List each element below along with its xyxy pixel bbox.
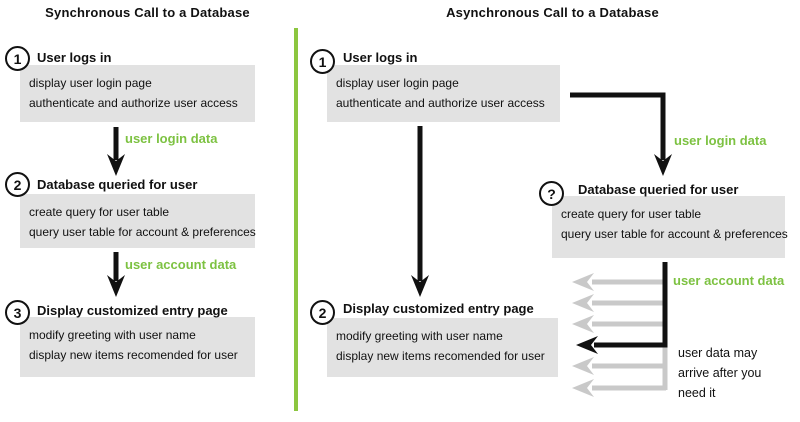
sync-step3-number-badge: 3 <box>5 300 30 325</box>
async-stepq-line1: create query for user table <box>561 207 702 221</box>
sync-step2-title: Database queried for user <box>37 177 198 192</box>
async-faded-return-arrows-icon <box>572 273 668 397</box>
note-line-3: need it <box>678 386 716 400</box>
async-stepq-line2: query user table for account & preferenc… <box>561 227 788 241</box>
sync-step3-box: modify greeting with user name display n… <box>20 317 255 377</box>
sync-label-user-account-data: user account data <box>125 257 237 272</box>
sync-label-user-login-data: user login data <box>125 131 218 146</box>
sync-step2-line2: query user table for account & preferenc… <box>29 225 256 239</box>
panel-divider <box>294 28 298 411</box>
async-step2-line2: display new items recomended for user <box>336 349 545 363</box>
async-step1-box: display user login page authenticate and… <box>327 65 560 122</box>
async-stepq-title: Database queried for user <box>578 182 739 197</box>
async-step1-number-badge: 1 <box>310 49 335 74</box>
async-panel-title: Asynchronous Call to a Database <box>446 5 659 20</box>
async-arrow-main-flow-down-icon <box>411 126 429 297</box>
async-step2-box: modify greeting with user name display n… <box>327 318 558 377</box>
sync-step3-title: Display customized entry page <box>37 303 228 318</box>
sync-step2-number-badge: 2 <box>5 172 30 197</box>
async-arrow-login-data-bent-icon <box>570 92 672 176</box>
sync-step1-box: display user login page authenticate and… <box>20 65 255 122</box>
sync-step1-title: User logs in <box>37 50 112 65</box>
sync-panel-title: Synchronous Call to a Database <box>45 5 250 20</box>
sync-arrow-account-data-down-icon <box>107 252 125 297</box>
async-step2-number-badge: 2 <box>310 300 335 325</box>
sync-step2-line1: create query for user table <box>29 205 170 219</box>
sync-step1-line2: authenticate and authorize user access <box>29 96 238 110</box>
async-arrow-account-data-bent-icon <box>576 262 668 354</box>
sync-step2-box: create query for user table query user t… <box>20 194 256 248</box>
async-stepq-box: create query for user table query user t… <box>552 196 788 258</box>
async-note-user-data-late: user data may arrive after you need it <box>678 343 761 403</box>
async-step2-line1: modify greeting with user name <box>336 329 503 343</box>
sync-step3-line1: modify greeting with user name <box>29 328 196 342</box>
sync-step3-line2: display new items recomended for user <box>29 348 238 362</box>
sync-arrow-login-data-down-icon <box>107 127 125 176</box>
async-step1-title: User logs in <box>343 50 418 65</box>
async-label-user-account-data: user account data <box>673 273 785 288</box>
note-line-2: arrive after you <box>678 366 762 380</box>
async-step2-title: Display customized entry page <box>343 301 534 316</box>
sync-step1-line1: display user login page <box>29 76 152 90</box>
async-step1-line2: authenticate and authorize user access <box>336 96 545 110</box>
sync-step1-number-badge: 1 <box>5 46 30 71</box>
note-line-1: user data may <box>678 346 758 360</box>
async-stepq-number-badge: ? <box>539 181 564 206</box>
async-label-user-login-data: user login data <box>674 133 767 148</box>
async-step1-line1: display user login page <box>336 76 459 90</box>
